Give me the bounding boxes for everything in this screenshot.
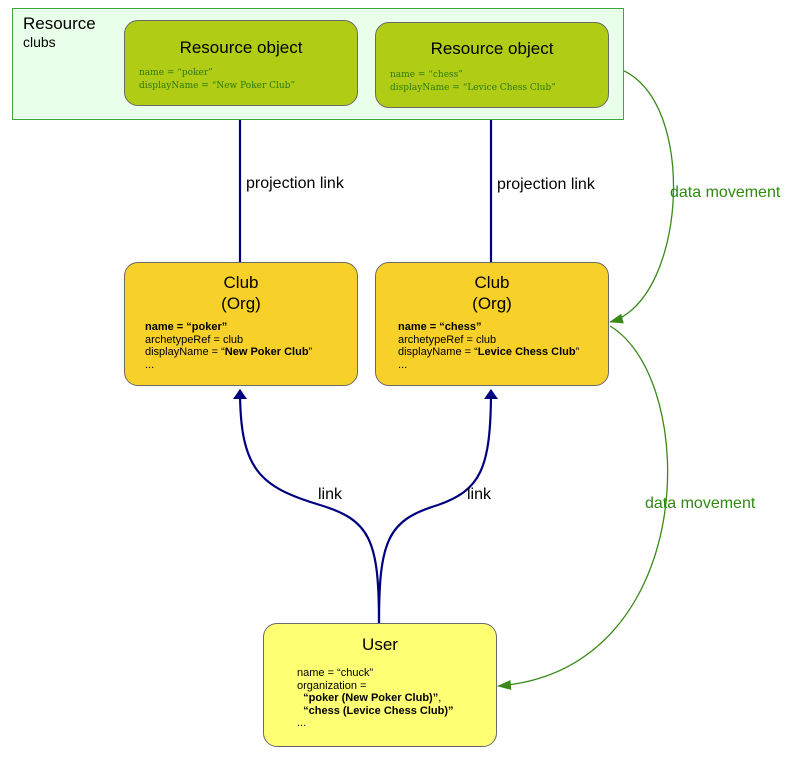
resource-object-poker: Resource object name = “poker” displayNa… xyxy=(124,20,358,106)
club-archetype: archetypeRef = club xyxy=(398,333,497,346)
club-chess: Club (Org) name = “chess” archetypeRef =… xyxy=(375,262,609,386)
club-display-prefix: displayName = “ xyxy=(145,346,225,358)
link-label-right: link xyxy=(467,486,492,503)
resource-object-displayname: displayName = “New Poker Club” xyxy=(139,81,296,91)
club-name: name = “poker” xyxy=(145,321,228,333)
data-movement-label-lower: data movement xyxy=(645,495,756,512)
user-title: User xyxy=(362,635,398,654)
club-display-suffix: ” xyxy=(308,346,313,358)
resource-object-name: name = “poker” xyxy=(139,68,213,78)
club-display-prefix: displayName = “ xyxy=(398,346,478,358)
user-box: User name = “chuck” organization = “poke… xyxy=(263,623,497,747)
club-display-suffix: ” xyxy=(575,346,580,358)
resource-title: Resource xyxy=(23,14,96,33)
club-subtitle: (Org) xyxy=(472,294,512,313)
user-attributes: name = “chuck” organization = “poker (Ne… xyxy=(297,667,454,730)
resource-object-displayname: displayName = “Levice Chess Club” xyxy=(390,83,556,93)
user-organization-label: organization = xyxy=(297,679,367,692)
club-archetype: archetypeRef = club xyxy=(145,333,244,346)
club-poker: Club (Org) name = “poker” archetypeRef =… xyxy=(124,262,358,386)
resource-object-chess: Resource object name = “chess” displayNa… xyxy=(375,22,609,108)
club-display-value: New Poker Club xyxy=(224,346,309,358)
user-org-separator: , xyxy=(438,692,442,704)
club-subtitle: (Org) xyxy=(221,294,261,313)
user-org-poker: “poker (New Poker Club)” xyxy=(303,692,439,704)
resource-object-title: Resource object xyxy=(179,38,303,57)
projection-link-label-left: projection link xyxy=(246,175,344,192)
link-user-to-chess xyxy=(377,389,498,624)
club-display-value: Levice Chess Club xyxy=(477,346,576,358)
resource-object-title: Resource object xyxy=(430,39,554,58)
club-ellipsis: ... xyxy=(398,358,408,371)
data-movement-club-to-user xyxy=(497,325,669,690)
club-attributes: name = “chess” archetypeRef = club displ… xyxy=(398,321,579,371)
user-name: name = “chuck” xyxy=(297,667,374,679)
user-org-chess: “chess (Levice Chess Club)” xyxy=(303,704,454,717)
data-movement-label-upper: data movement xyxy=(670,184,781,201)
club-attributes: name = “poker” archetypeRef = club displ… xyxy=(145,321,312,371)
user-ellipsis: ... xyxy=(297,717,307,729)
club-title: Club xyxy=(223,273,259,292)
projection-link-label-right: projection link xyxy=(497,176,595,193)
link-user-to-poker xyxy=(233,389,381,624)
link-label-left: link xyxy=(318,486,343,503)
resource-object-name: name = “chess” xyxy=(390,70,463,80)
data-movement-resource-to-club xyxy=(607,65,675,324)
club-title: Club xyxy=(474,273,510,292)
resource-subtitle: clubs xyxy=(23,34,56,50)
club-name: name = “chess” xyxy=(398,321,482,333)
club-ellipsis: ... xyxy=(145,358,155,371)
